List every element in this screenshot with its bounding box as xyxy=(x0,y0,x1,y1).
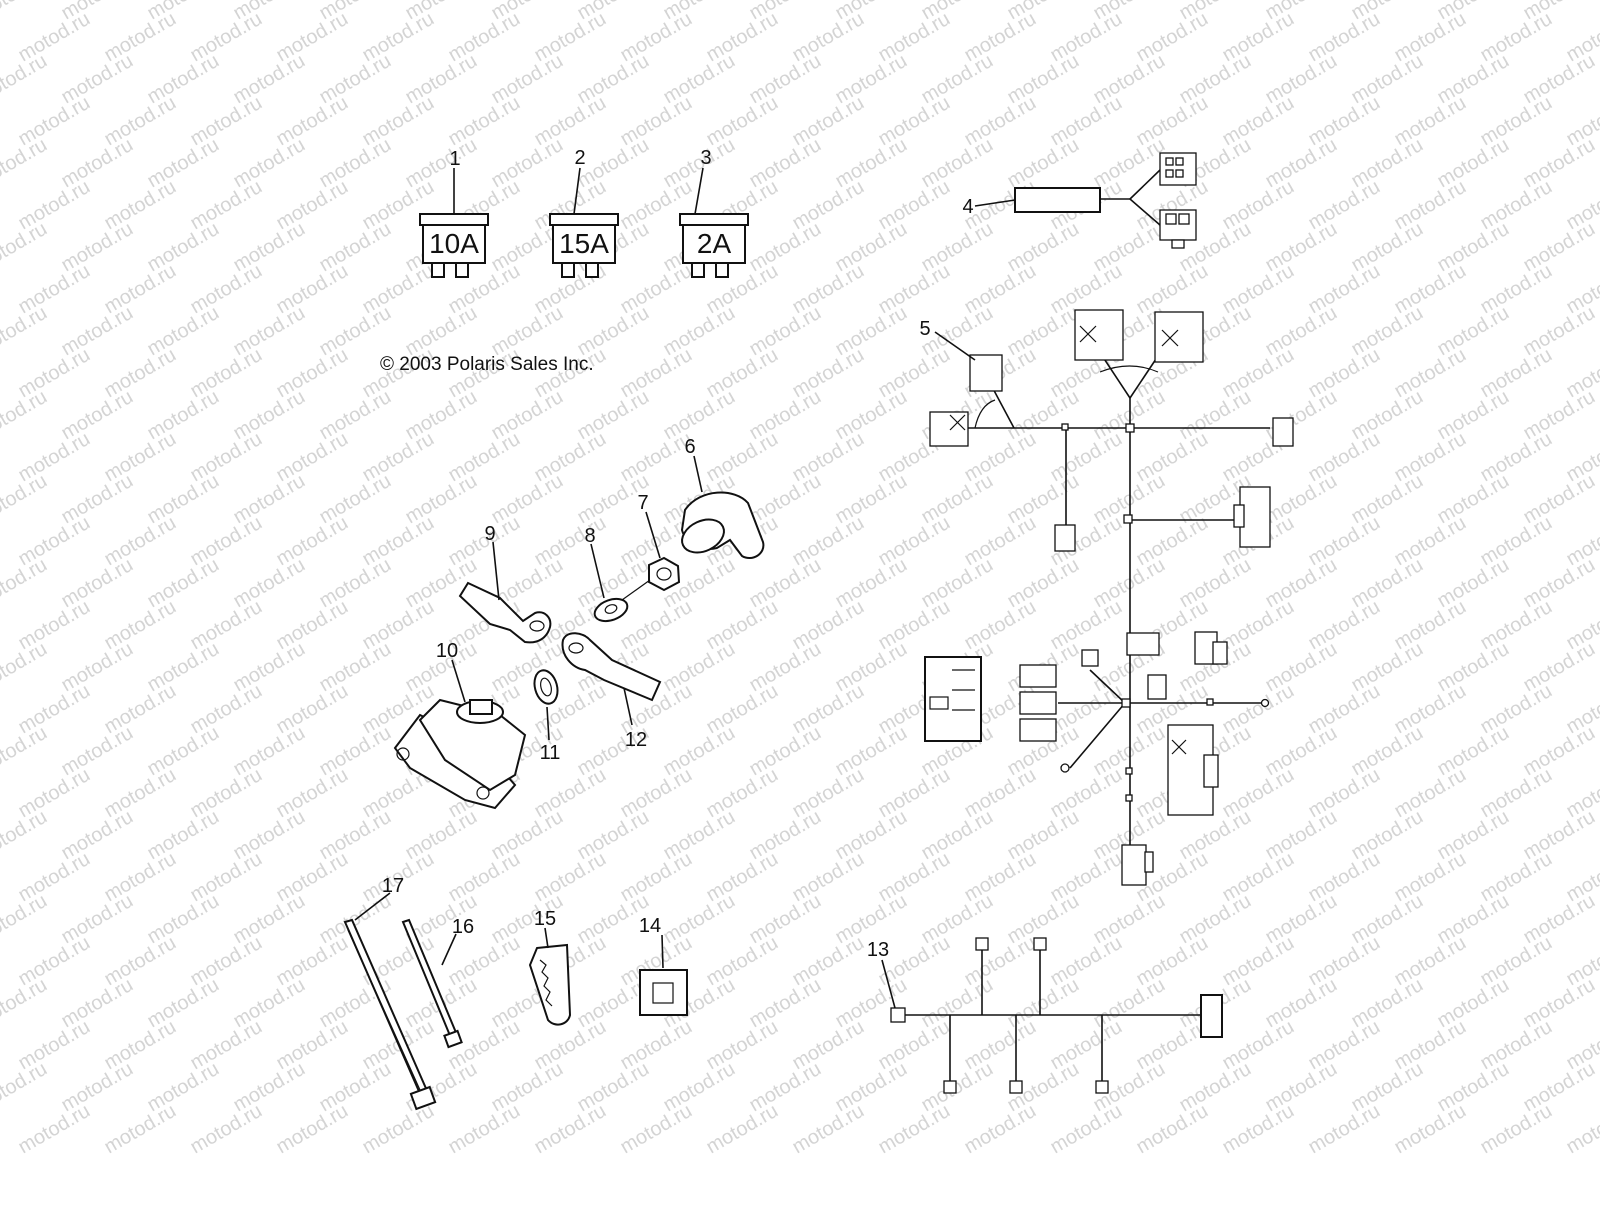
watermark-text: motod.ru xyxy=(0,302,51,361)
fuse-2a-label: 2A xyxy=(697,228,732,259)
watermark-text: motod.ru xyxy=(0,638,51,697)
watermark-text: motod.ru xyxy=(1133,1100,1212,1159)
watermark-text: motod.ru xyxy=(531,1100,610,1159)
watermark-text: motod.ru xyxy=(273,1100,352,1159)
callout-1: 1 xyxy=(449,148,460,170)
watermark-text: motod.ru xyxy=(1391,1100,1470,1159)
callout-2: 2 xyxy=(574,147,585,169)
watermark-text: motod.ru xyxy=(0,0,51,24)
watermark-text: motod.ru xyxy=(0,386,51,445)
watermark-text: motod.ru xyxy=(0,50,51,109)
fuse-10a-label: 10A xyxy=(429,228,479,259)
callout-3: 3 xyxy=(700,147,711,169)
callout-4: 4 xyxy=(962,196,973,218)
watermark-text: motod.ru xyxy=(445,1100,524,1159)
callout-5: 5 xyxy=(919,318,930,340)
watermark-text: motod.ru xyxy=(1305,1100,1384,1159)
nut xyxy=(649,558,679,590)
watermark-text: motod.ru xyxy=(1477,1100,1556,1159)
watermark-text: motod.ru xyxy=(875,1100,954,1159)
callout-8: 8 xyxy=(584,525,595,547)
watermark-text: motod.ru xyxy=(1219,1100,1298,1159)
callout-16: 16 xyxy=(452,916,474,938)
watermark-text: motod.ru xyxy=(0,218,51,277)
copyright-notice: © 2003 Polaris Sales Inc. xyxy=(380,354,594,375)
callout-12: 12 xyxy=(625,729,647,751)
callout-11: 11 xyxy=(540,742,561,764)
watermark-text: motod.ru xyxy=(0,890,51,949)
watermark-text: motod.ru xyxy=(789,1100,868,1159)
watermark-text: motod.ru xyxy=(617,1100,696,1159)
watermark-text: motod.ru xyxy=(961,1100,1040,1159)
watermark-text: motod.ru xyxy=(15,1100,94,1159)
callout-13: 13 xyxy=(867,939,889,961)
callout-10: 10 xyxy=(436,640,458,662)
watermark-text: motod.ru xyxy=(0,470,51,529)
watermark-text: motod.ru xyxy=(1047,1100,1126,1159)
watermark-text: motod.ru xyxy=(0,134,51,193)
callout-9: 9 xyxy=(484,523,495,545)
watermark-text: motod.ru xyxy=(101,1100,180,1159)
callout-15: 15 xyxy=(534,908,556,930)
callout-6: 6 xyxy=(684,436,695,458)
fuse-2a: 2A xyxy=(680,214,748,277)
watermark-text: motod.ru xyxy=(703,1100,782,1159)
watermark-text: motod.ru xyxy=(187,1100,266,1159)
callout-17: 17 xyxy=(382,875,404,897)
watermark-text: motod.ru xyxy=(0,974,51,1033)
watermark-text: motod.ru xyxy=(0,1058,51,1117)
fuse-15a-label: 15A xyxy=(559,228,609,259)
watermark-text: motod.ru xyxy=(0,722,51,781)
watermark-text: motod.ru xyxy=(0,554,51,613)
edge-clip xyxy=(530,945,570,1025)
callout-7: 7 xyxy=(637,492,648,514)
watermark-text: motod.ru xyxy=(0,806,51,865)
adhesive-pad xyxy=(640,970,687,1015)
callout-14: 14 xyxy=(639,915,661,937)
watermark-text: motod.ru xyxy=(359,1100,438,1159)
watermark-text: motod.ru xyxy=(1563,1100,1600,1159)
